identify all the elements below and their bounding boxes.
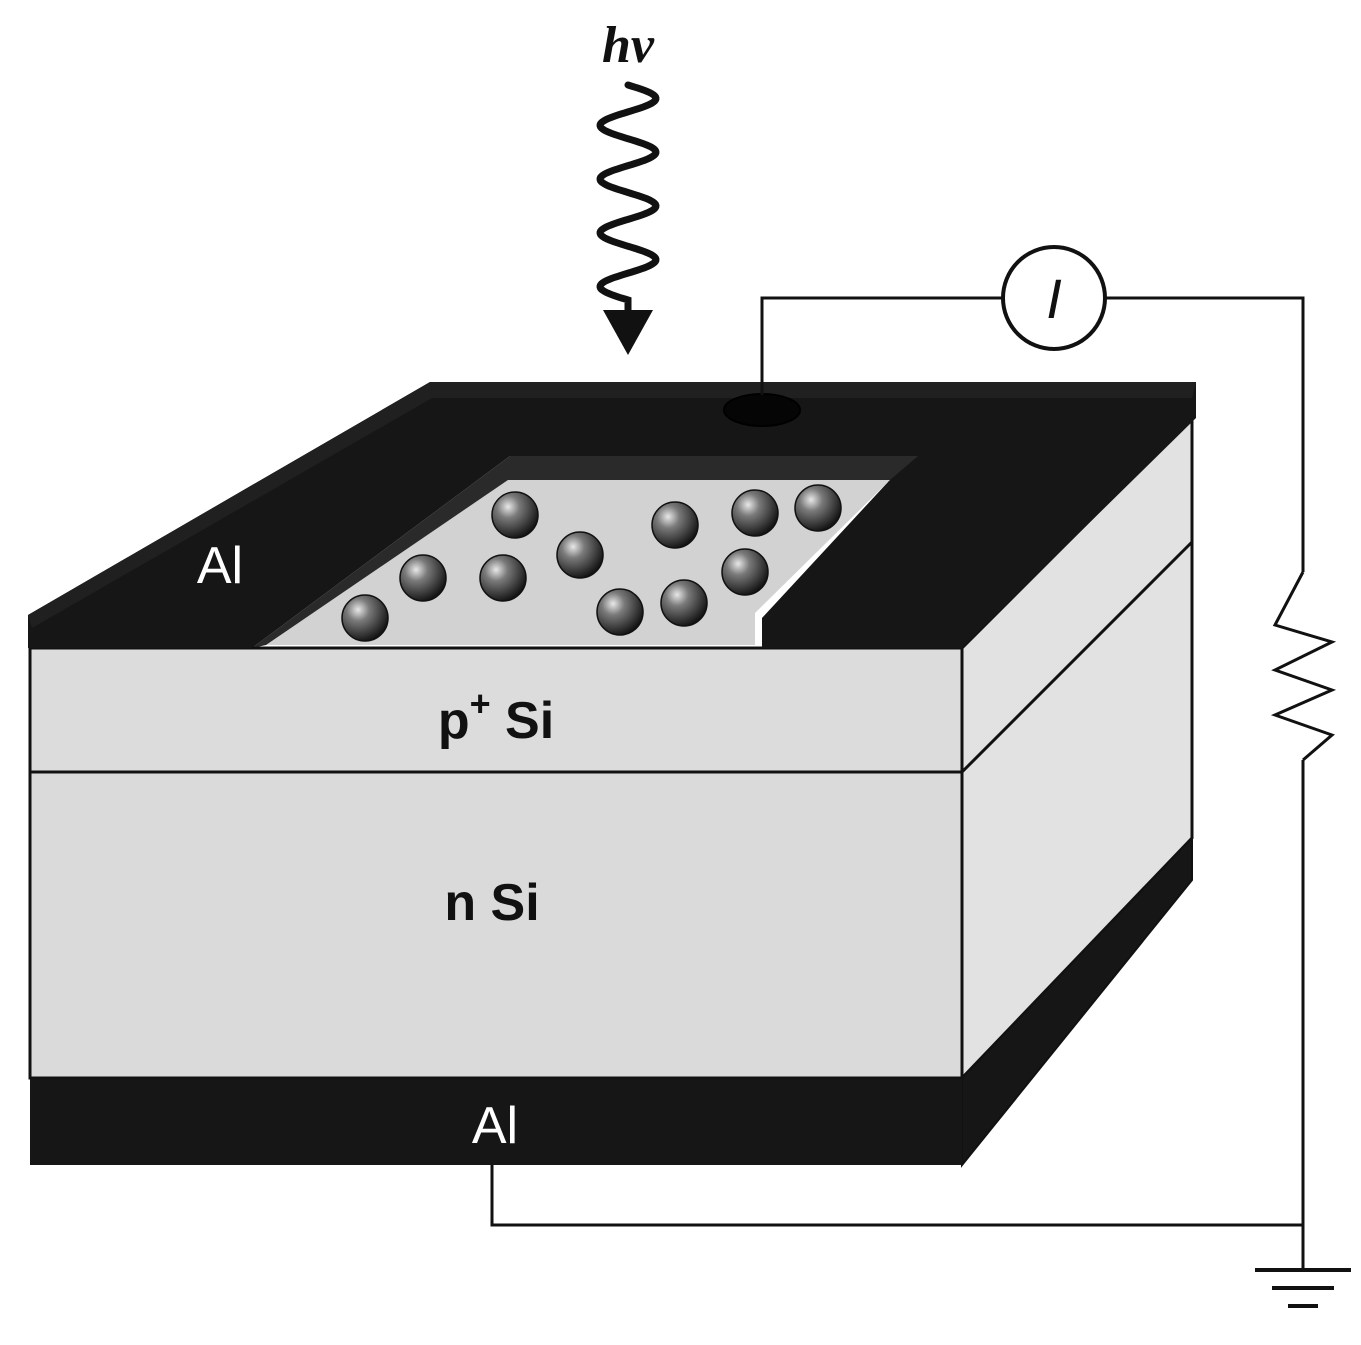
nanoparticles <box>341 484 842 642</box>
nanoparticle <box>491 491 539 539</box>
light-arrowhead-icon <box>603 310 653 355</box>
nanoparticle <box>651 501 699 549</box>
side-junction-line <box>960 540 1194 774</box>
resistor-icon <box>1270 571 1337 762</box>
nanoparticle <box>341 594 389 642</box>
wire-top <box>760 296 1003 395</box>
external-circuit: I <box>490 245 1351 1308</box>
nanoparticle <box>399 554 447 602</box>
top-al-label: Al <box>197 537 243 595</box>
incident-light: hv <box>596 17 660 355</box>
bottom-al-contact <box>30 1078 962 1165</box>
nanoparticle <box>794 484 842 532</box>
light-label: hv <box>602 17 655 74</box>
nanoparticle <box>556 531 604 579</box>
p-si-layer <box>28 646 964 774</box>
p-si-label-base: p <box>438 692 470 750</box>
wire-right <box>1105 296 1305 572</box>
nanoparticle <box>731 489 779 537</box>
device-block <box>28 382 1196 1168</box>
bottom-al-label: Al <box>472 1097 518 1155</box>
n-si-layer <box>28 770 964 1080</box>
window-wall <box>252 456 918 648</box>
nanoparticle <box>721 548 769 596</box>
p-si-label-suffix: Si <box>491 692 555 750</box>
layer-labels: Al p+ Si n Si Al <box>197 537 554 1155</box>
n-si-label: n Si <box>444 874 539 932</box>
nanoparticle <box>479 554 527 602</box>
p-si-label-sup: + <box>470 683 491 724</box>
wire-bottom <box>490 1165 1303 1227</box>
contact-pad <box>723 393 801 427</box>
light-wave <box>596 81 660 319</box>
ammeter-label: I <box>1046 267 1062 330</box>
nanoparticle <box>660 579 708 627</box>
p-si-label: p+ Si <box>438 683 554 750</box>
nanoparticle <box>596 588 644 636</box>
ground-icon <box>1255 1268 1351 1308</box>
